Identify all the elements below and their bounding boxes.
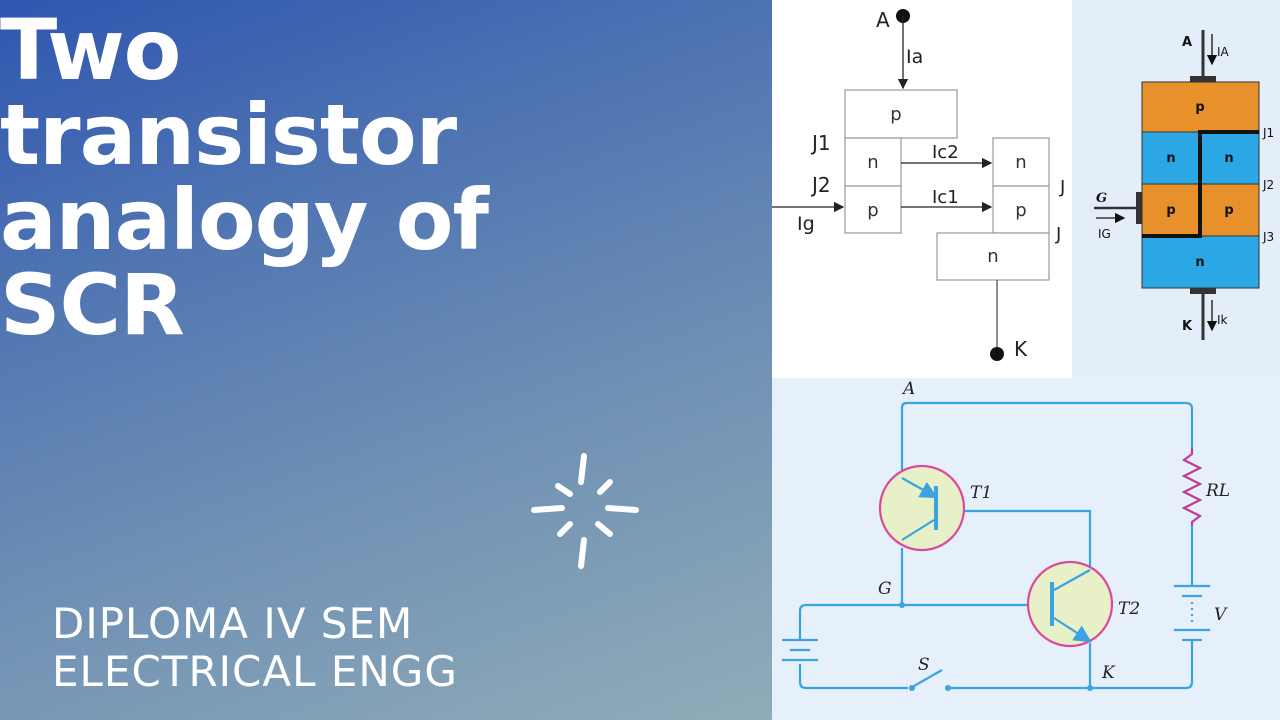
scr-label-n-bottom: n: [1195, 255, 1204, 270]
scr-anode-contact: [1190, 76, 1216, 82]
switch-blade: [913, 669, 943, 687]
j-right-label-1: J: [1059, 177, 1065, 198]
ig-label: Ig: [797, 213, 815, 235]
scr-cathode-current-label: Ik: [1217, 313, 1228, 327]
scr-structure-svg: A IA p n n p p n J1 J2: [1094, 30, 1274, 340]
circuit-gate-label: G: [878, 579, 892, 599]
scr-gate-contact: [1136, 192, 1142, 224]
scr-label-p-top: p: [1195, 100, 1204, 115]
scr-structure-diagram: A IA p n n p p n J1 J2: [1072, 0, 1280, 378]
wire-battery-bottom: [950, 640, 1194, 690]
block-diagram-svg: p n p n p n A Ia Ic2 Ic1 Ig J1 J2 J: [772, 8, 1065, 361]
ia-label: Ia: [906, 46, 923, 68]
layer-label-p2: p: [867, 200, 878, 221]
title-line-3: analogy of: [0, 171, 489, 269]
ic2-label: Ic2: [932, 142, 959, 163]
t1-emitter: [901, 477, 938, 499]
scr-label-p-right: p: [1224, 203, 1233, 218]
switch-label: S: [918, 655, 930, 675]
t2-label: T2: [1118, 599, 1140, 619]
wire-t1-base-t2-collector: [936, 509, 1092, 568]
layer-label-p3: p: [1015, 200, 1026, 221]
anode-label: A: [876, 8, 890, 32]
sparkle-ray-top: [578, 453, 587, 485]
sparkle-ray-top-left: [555, 483, 573, 497]
scr-layer-n-right: [1199, 131, 1260, 185]
title-line-2: transistor: [0, 86, 457, 184]
scr-cathode-label: K: [1182, 319, 1193, 334]
subtitle-line-2: ELECTRICAL ENGG: [52, 647, 458, 696]
scr-layer-n-left: [1141, 131, 1201, 185]
cathode-label: K: [1014, 337, 1028, 361]
gate-node-dot: [899, 602, 905, 608]
slide-title: Two transistor analogy of SCR: [0, 8, 760, 348]
transistor-t1: [878, 464, 966, 552]
transistor-t2: [1026, 560, 1114, 648]
supply-label: V: [1214, 605, 1228, 625]
layer-label-p1: p: [890, 104, 901, 125]
course-subtitle: DIPLOMA IV SEM ELECTRICAL ENGG: [52, 600, 458, 696]
scr-junction-j2: J2: [1262, 178, 1274, 192]
sparkle-ray-bottom: [578, 537, 587, 569]
layer-label-n1: n: [867, 152, 878, 173]
title-line-4: SCR: [0, 256, 185, 354]
block-left-p: [844, 185, 902, 234]
subtitle-line-1: DIPLOMA IV SEM: [52, 599, 414, 648]
sparkle-icon: [531, 453, 639, 569]
wire-top: [900, 401, 1194, 530]
scr-split-line: [1142, 130, 1259, 238]
scr-junction-j1: J1: [1262, 126, 1274, 140]
scr-label-n-left: n: [1166, 151, 1175, 166]
load-resistor: [1181, 448, 1203, 526]
t2-emitter: [1053, 617, 1092, 643]
scr-gate-current-label: IG: [1098, 227, 1111, 241]
t1-label: T1: [970, 483, 992, 503]
j-right-label-2: J: [1055, 224, 1061, 245]
block-left-n: [844, 137, 902, 187]
t2-collector: [1053, 569, 1091, 591]
layer-label-n3: n: [987, 246, 998, 267]
resistor-label: RL: [1205, 481, 1230, 501]
title-line-1: Two: [0, 1, 181, 99]
scr-anode-current-label: IA: [1217, 45, 1230, 59]
layer-label-n2: n: [1015, 152, 1026, 173]
scr-label-p-left: p: [1166, 203, 1175, 218]
switch-contact-right: [945, 685, 951, 691]
scr-junction-j3: J3: [1262, 230, 1274, 244]
two-transistor-block-diagram: p n p n p n A Ia Ic2 Ic1 Ig J1 J2 J: [772, 0, 1072, 378]
circuit-anode-label: A: [901, 379, 915, 399]
sparkle-ray-left: [531, 505, 565, 513]
ic1-label: Ic1: [932, 187, 959, 208]
circuit-cathode-label: K: [1101, 663, 1116, 683]
title-panel: Two transistor analogy of SCR DIPLOMA IV…: [0, 0, 772, 720]
scr-anode-label: A: [1182, 35, 1192, 50]
switch-contact-left: [909, 685, 915, 691]
diagram-panel: p n p n p n A Ia Ic2 Ic1 Ig J1 J2 J: [772, 0, 1280, 720]
t1-collector: [901, 519, 935, 541]
cathode-node-dot: [1087, 685, 1093, 691]
scr-gate-label: G: [1096, 191, 1107, 206]
circuit-svg: RL V S: [782, 379, 1230, 691]
sparkle-ray-right: [605, 505, 639, 513]
sparkle-ray-bottom-left: [557, 521, 573, 537]
two-transistor-circuit: RL V S: [772, 378, 1280, 720]
cathode-terminal: [990, 347, 1004, 361]
sparkle-ray-bottom-right: [595, 521, 613, 537]
scr-label-n-right: n: [1224, 151, 1233, 166]
wire-gate-battery-bottom: [798, 664, 908, 690]
scr-cathode-contact: [1190, 288, 1216, 294]
block-right-n-bottom: [936, 232, 1050, 281]
j2-label: J2: [810, 173, 831, 197]
block-left-p-top: [844, 89, 958, 139]
scr-layer-p-left: [1141, 183, 1201, 237]
sparkle-ray-top-right: [597, 479, 613, 495]
block-right-n: [992, 137, 1050, 187]
wire-gate-left: [798, 603, 902, 640]
j1-label: J1: [810, 131, 831, 155]
